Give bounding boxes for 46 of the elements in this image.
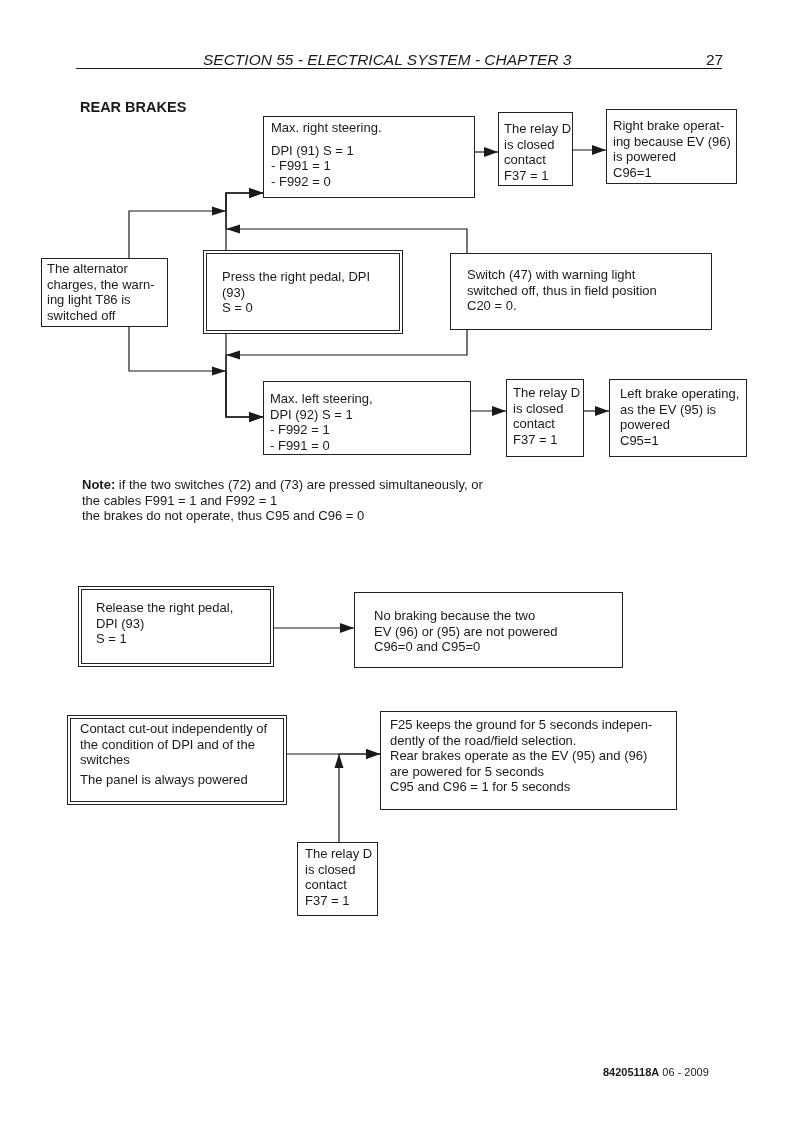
process-box — [41, 258, 168, 327]
step-text: Contact cut-out independently of the condition of DPI and of the switches — [80, 721, 268, 768]
step-text: C96=1 — [613, 164, 652, 180]
action-box — [67, 715, 287, 805]
process-box — [450, 253, 712, 330]
step-text: The relay D is closed contact — [513, 385, 581, 432]
step-text: Switch (47) with warning light switched off, thus in field position C20 = 0. — [467, 267, 657, 314]
page-header: SECTION 55 - ELECTRICAL SYSTEM - CHAPTER 3 — [203, 51, 572, 69]
step-text: DPI (91) S = 1 - F991 = 1 - F992 = 0 — [271, 142, 354, 189]
action-box — [203, 250, 403, 334]
step-text: Left brake operating, as the EV (95) is powered — [620, 386, 740, 433]
step-text: F37 = 1 — [305, 892, 350, 908]
step-text: C95 and C96 = 1 for 5 seconds — [390, 779, 571, 795]
step-text: S = 1 — [96, 631, 127, 647]
step-text: The relay D is closed contact — [305, 846, 373, 893]
step-text: The panel is always powered — [80, 771, 248, 787]
step-text: The relay D is closed contact — [504, 121, 572, 168]
action-box — [78, 586, 274, 667]
step-text: DPI (92) S = 1 - F992 = 1 - F991 = 0 — [270, 406, 353, 453]
note-text: Note: if the two switches (72) and (73) are pressed simultaneously, or the cables F991 = 1 and F992 = 1 the brakes do not operate, thus C95 and C96 = 0 — [82, 477, 483, 524]
step-text: F37 = 1 — [504, 167, 549, 183]
process-box — [498, 112, 573, 186]
step-text: Max. right steering. — [271, 120, 382, 136]
process-box — [354, 592, 623, 668]
process-box — [606, 109, 737, 184]
step-text: Right brake operat- ing because EV (96) is powered — [613, 118, 731, 165]
page-number: 27 — [706, 51, 724, 69]
process-box — [506, 379, 584, 457]
step-text: F25 keeps the ground for 5 seconds indepen- dently of the road/field selection. — [390, 717, 653, 748]
process-box — [263, 116, 475, 198]
step-text: F37 = 1 — [513, 431, 558, 447]
process-box — [263, 381, 471, 455]
step-text: C96=0 and C95=0 — [374, 639, 481, 655]
process-box — [380, 711, 677, 810]
step-text: The alternator charges, the warn- ing light T86 is switched off — [47, 261, 155, 323]
step-text: No braking because the two EV (96) or (95) are not powered — [374, 608, 558, 639]
process-box — [297, 842, 378, 916]
step-text: C95=1 — [620, 432, 659, 448]
step-text: Release the right pedal, DPI (93) — [96, 600, 234, 631]
step-text: Rear brakes operate as the EV (95) and (96) are powered for 5 seconds — [390, 748, 648, 779]
section-title: REAR BRAKES — [80, 99, 187, 116]
step-text: S = 0 — [222, 300, 253, 316]
step-text: Press the right pedal, DPI (93) — [222, 269, 371, 300]
step-text: Max. left steering, — [270, 391, 373, 407]
process-box — [609, 379, 747, 457]
footer-code: 84205118A 06 - 2009 — [603, 1066, 709, 1079]
